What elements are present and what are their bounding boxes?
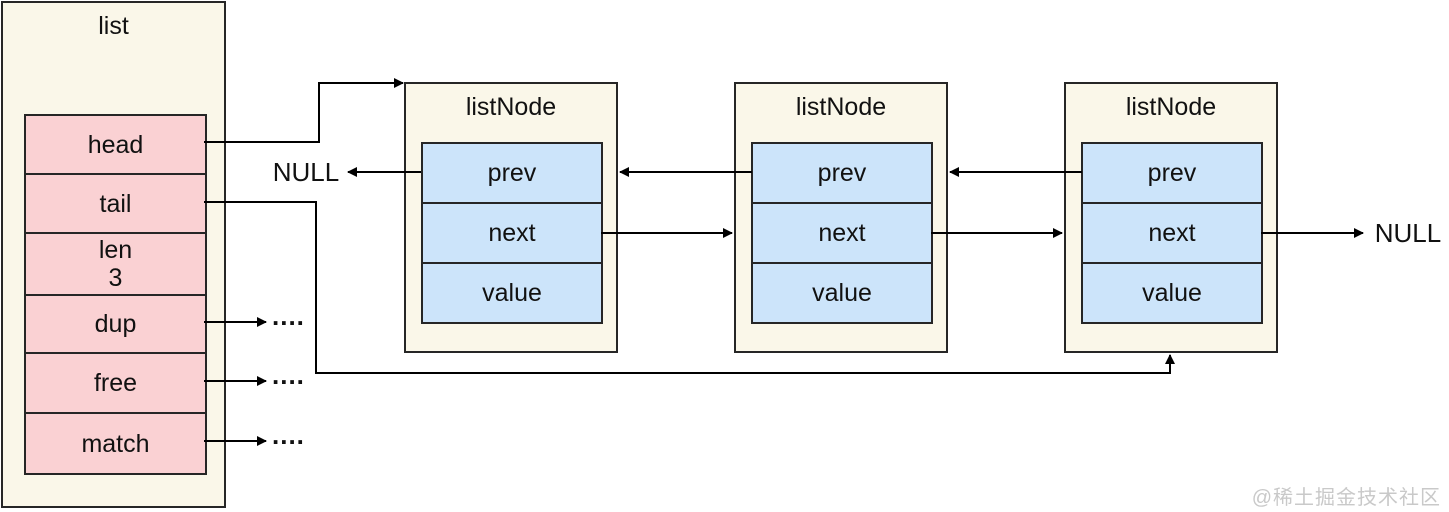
listnode-3-prev-label: prev <box>1147 159 1197 187</box>
listnode-3-prev-cell: prev <box>1081 142 1263 204</box>
listnode-3-value-label: value <box>1142 279 1202 307</box>
list-field-head: head <box>24 114 207 175</box>
list-field-head-label: head <box>87 130 144 159</box>
arrow-head-to-node1 <box>204 78 404 143</box>
free-ellipsis: .... <box>272 360 305 390</box>
listnode-2-next-label: next <box>818 219 866 247</box>
list-field-match: match <box>24 412 207 475</box>
listnode-1-next-label: next <box>488 219 536 247</box>
listnode-1-value-label: value <box>482 279 542 307</box>
null-label-left: NULL <box>272 157 340 187</box>
listnode-2-prev-label: prev <box>817 159 867 187</box>
listnode-1-next-cell: next <box>421 202 603 264</box>
listnode-3-title: listNode <box>1125 93 1217 121</box>
list-struct-box: list head tail len 3 dup free match <box>1 1 226 508</box>
list-field-free-label: free <box>93 369 138 397</box>
watermark-text: @稀土掘金技术社区 <box>1251 487 1441 509</box>
listnode-2-value-cell: value <box>751 262 933 324</box>
list-field-dup: dup <box>24 294 207 354</box>
list-struct-title: list <box>98 12 129 40</box>
listnode-1-value-cell: value <box>421 262 603 324</box>
dup-ellipsis: .... <box>272 301 305 331</box>
listnode-1-prev-cell: prev <box>421 142 603 204</box>
null-label-right: NULL <box>1374 218 1442 248</box>
arrow-tail-to-node3 <box>204 201 1175 374</box>
list-field-free: free <box>24 352 207 414</box>
listnode-1-prev-label: prev <box>487 159 537 187</box>
listnode-box-1: listNode prev next value <box>404 82 618 353</box>
listnode-3-next-label: next <box>1148 219 1196 247</box>
listnode-box-2: listNode prev next value <box>734 82 948 353</box>
list-field-tail: tail <box>24 173 207 234</box>
listnode-2-value-label: value <box>812 279 872 307</box>
list-field-match-label: match <box>81 429 150 458</box>
list-field-dup-label: dup <box>94 310 137 338</box>
listnode-2-prev-cell: prev <box>751 142 933 204</box>
listnode-3-value-cell: value <box>1081 262 1263 324</box>
list-field-len-value: 3 <box>108 264 123 292</box>
list-field-tail-label: tail <box>99 189 132 218</box>
match-ellipsis: .... <box>272 420 305 450</box>
listnode-3-next-cell: next <box>1081 202 1263 264</box>
list-field-len: len 3 <box>24 232 207 296</box>
listnode-1-title: listNode <box>465 93 557 121</box>
listnode-2-next-cell: next <box>751 202 933 264</box>
listnode-2-title: listNode <box>795 93 887 121</box>
list-field-len-label: len <box>98 236 133 264</box>
listnode-box-3: listNode prev next value <box>1064 82 1278 353</box>
